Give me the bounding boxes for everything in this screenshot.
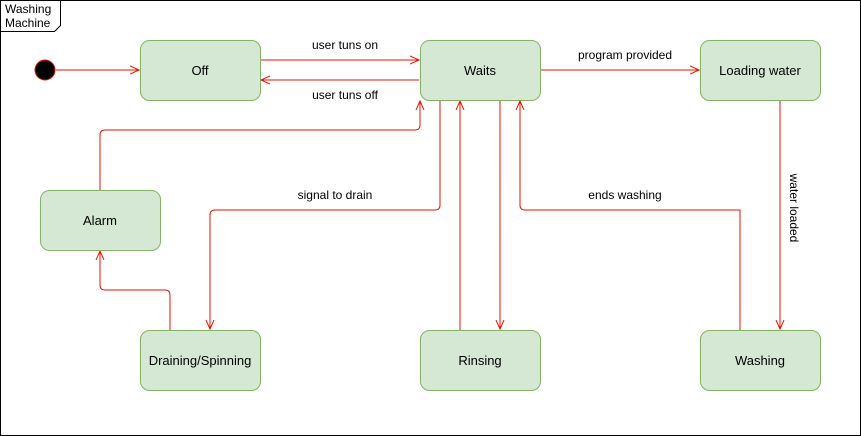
transition-labels: user tuns on user tuns off program provi… [298, 38, 801, 242]
edge-waits-to-draining [210, 100, 441, 329]
edge-draining-to-alarm [100, 251, 171, 330]
state-waits: Waits [420, 40, 541, 101]
state-off-label: Off [191, 63, 208, 78]
label-water-loaded: water loaded [787, 173, 801, 243]
label-program-provided: program provided [578, 48, 672, 62]
transitions [56, 60, 780, 330]
state-alarm: Alarm [40, 190, 161, 251]
frame-title-line-1: Washing [5, 2, 51, 16]
label-user-turns-off: user tuns off [312, 88, 378, 102]
label-user-turns-on: user tuns on [312, 38, 378, 52]
state-alarm-label: Alarm [83, 213, 117, 228]
state-draining-spinning-label: Draining/Spinning [149, 353, 252, 368]
edge-washing-to-waits [520, 101, 741, 330]
state-loading-water-label: Loading water [719, 63, 801, 78]
initial-state-node [34, 59, 56, 81]
state-draining-spinning: Draining/Spinning [140, 330, 261, 391]
label-ends-washing: ends washing [588, 188, 661, 202]
state-waits-label: Waits [464, 63, 497, 78]
state-off: Off [140, 40, 261, 101]
edge-alarm-to-waits [99, 101, 420, 190]
state-loading-water: Loading water [700, 40, 821, 101]
state-rinsing-label: Rinsing [458, 353, 501, 368]
state-washing-label: Washing [735, 353, 785, 368]
frame-title-line-2: Machine [5, 16, 51, 30]
state-rinsing: Rinsing [420, 330, 541, 391]
label-signal-to-drain: signal to drain [298, 188, 373, 202]
state-washing: Washing [700, 330, 821, 391]
